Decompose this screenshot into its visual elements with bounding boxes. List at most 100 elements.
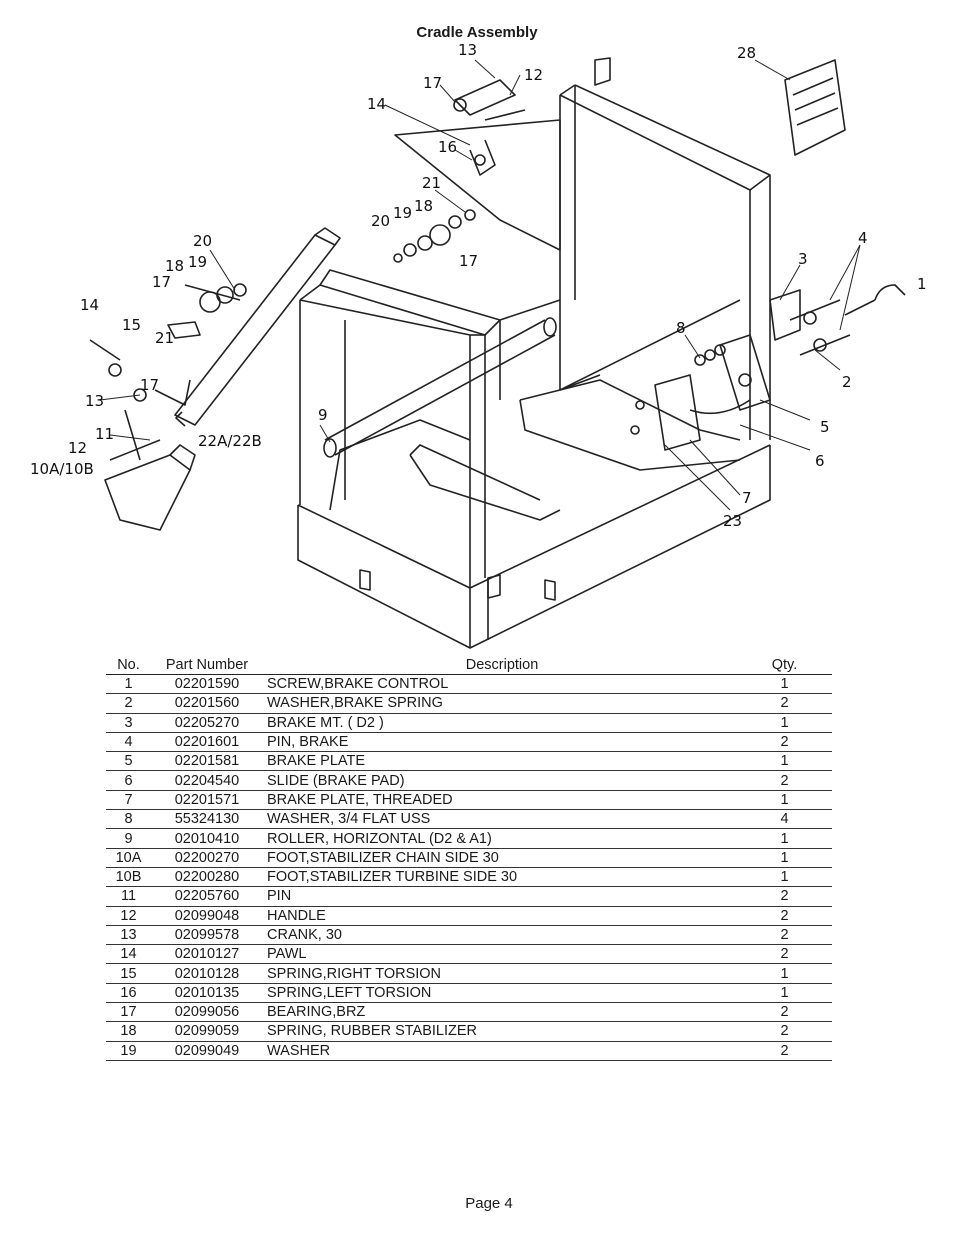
brake-assembly	[630, 284, 906, 451]
part-number: 02201560	[151, 693, 263, 714]
row-number: 10B	[106, 867, 151, 888]
callout-label: 18	[414, 197, 433, 215]
callout-label: 8	[676, 319, 686, 337]
callout-label: 3	[798, 250, 808, 268]
row-number: 18	[106, 1021, 151, 1042]
part-description: WASHER, 3/4 FLAT USS	[263, 809, 737, 830]
callout-label: 21	[155, 329, 174, 347]
column-header-part-number: Part Number	[151, 656, 263, 675]
part-quantity: 1	[737, 674, 832, 695]
part-quantity: 2	[737, 1021, 832, 1042]
part-description: BRAKE PLATE	[263, 751, 737, 772]
part-number: 02200280	[151, 867, 263, 888]
callout-label: 20	[371, 212, 390, 230]
callout-label: 21	[422, 174, 441, 192]
row-number: 5	[106, 751, 151, 772]
part-quantity: 2	[737, 925, 832, 946]
parts-table: No. Part Number Description Qty. 1 022015…	[106, 656, 832, 1061]
callout-label: 28	[737, 44, 756, 62]
part-description: SLIDE (BRAKE PAD)	[263, 770, 737, 791]
part-quantity: 2	[737, 1002, 832, 1023]
part-number: 02010410	[151, 828, 263, 849]
row-number: 17	[106, 1002, 151, 1023]
part-number: 02099048	[151, 906, 263, 926]
part-description: PIN	[263, 886, 737, 907]
row-number: 15	[106, 963, 151, 984]
warning-decal	[784, 59, 846, 156]
row-number: 10A	[106, 848, 151, 868]
row-number: 6	[106, 770, 151, 791]
part-description: SPRING,RIGHT TORSION	[263, 963, 737, 984]
part-quantity: 2	[737, 886, 832, 907]
part-quantity: 2	[737, 770, 832, 791]
part-quantity: 1	[737, 713, 832, 733]
callout-label: 6	[815, 452, 825, 470]
callout-label: 17	[459, 252, 478, 270]
row-number: 7	[106, 790, 151, 811]
callout-label: 17	[140, 376, 159, 394]
part-description: SPRING,LEFT TORSION	[263, 983, 737, 1004]
part-description: SPRING, RUBBER STABILIZER	[263, 1021, 737, 1042]
part-number: 55324130	[151, 809, 263, 830]
callout-label: 10A/10B	[30, 460, 94, 478]
table-header-row: No. Part Number Description Qty.	[106, 656, 832, 675]
part-quantity: 2	[737, 1041, 832, 1061]
part-quantity: 2	[737, 944, 832, 965]
callout-label: 20	[193, 232, 212, 250]
part-number: 02200270	[151, 848, 263, 868]
stabilizer-arm	[89, 227, 341, 531]
part-description: WASHER	[263, 1041, 737, 1061]
part-quantity: 1	[737, 848, 832, 868]
row-number: 9	[106, 828, 151, 849]
callout-label: 15	[122, 316, 141, 334]
part-description: HANDLE	[263, 906, 737, 926]
callout-label: 17	[152, 273, 171, 291]
callout-label: 22A/22B	[198, 432, 262, 450]
roller	[323, 317, 557, 458]
column-header-qty: Qty.	[737, 656, 832, 675]
row-number: 19	[106, 1041, 151, 1061]
callout-label: 4	[858, 229, 868, 247]
part-number: 02205760	[151, 886, 263, 907]
part-description: BRAKE PLATE, THREADED	[263, 790, 737, 811]
part-description: FOOT,STABILIZER TURBINE SIDE 30	[263, 867, 737, 888]
callout-label: 18	[165, 257, 184, 275]
callout-label: 11	[95, 425, 114, 443]
row-number: 4	[106, 732, 151, 753]
row-number: 16	[106, 983, 151, 1004]
part-quantity: 1	[737, 963, 832, 984]
callout-label: 13	[458, 41, 477, 59]
part-number: 02099578	[151, 925, 263, 946]
part-description: PIN, BRAKE	[263, 732, 737, 753]
callout-label: 13	[85, 392, 104, 410]
column-header-description: Description	[263, 656, 737, 675]
part-quantity: 4	[737, 809, 832, 830]
part-number: 02010127	[151, 944, 263, 965]
row-number: 2	[106, 693, 151, 714]
column-header-no: No.	[106, 656, 151, 675]
part-number: 02201581	[151, 751, 263, 772]
part-quantity: 2	[737, 732, 832, 753]
part-number: 02010135	[151, 983, 263, 1004]
part-quantity: 2	[737, 906, 832, 926]
part-description: SCREW,BRAKE CONTROL	[263, 674, 737, 695]
part-description: ROLLER, HORIZONTAL (D2 & A1)	[263, 828, 737, 849]
callout-label: 14	[367, 95, 386, 113]
row-number: 8	[106, 809, 151, 830]
callout-labels: 13 12 17 14 28 16 21 19 18 20 17 20 18 1…	[30, 41, 927, 530]
